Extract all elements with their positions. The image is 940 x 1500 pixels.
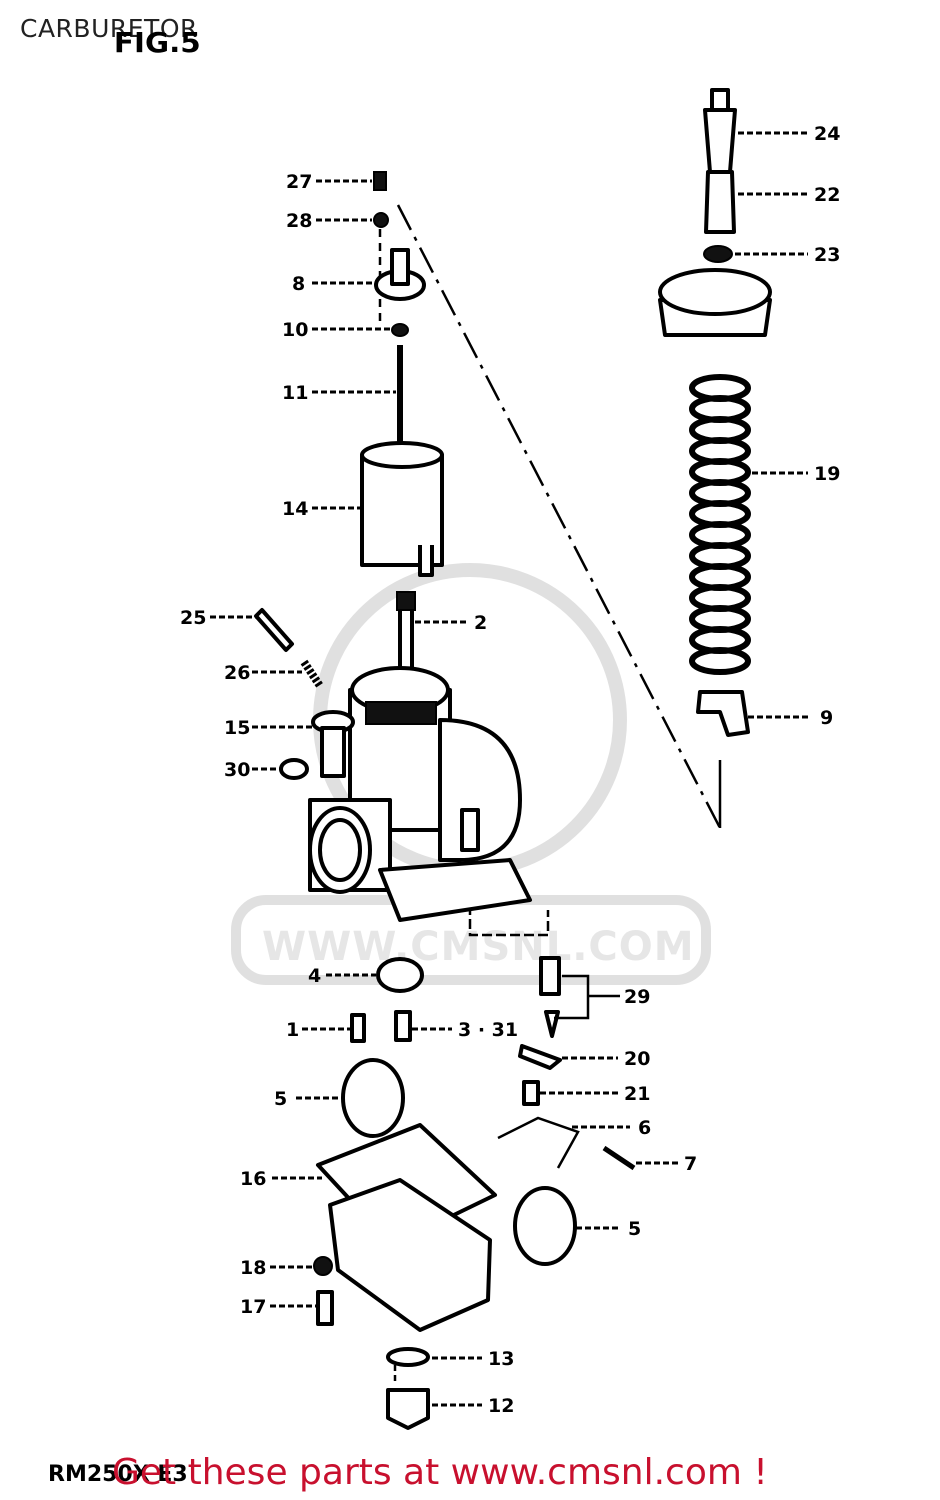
callout-18: 18 [240, 1257, 266, 1279]
cta-link-text[interactable]: Get these parts at www.cmsnl.com ! [112, 1452, 768, 1493]
callout-13: 13 [488, 1348, 514, 1370]
callout-30: 30 [224, 759, 250, 781]
part-8-holder-icon [374, 248, 426, 301]
part-3-pilot-jet-icon [394, 1010, 412, 1042]
part-5b-float-icon [513, 1186, 577, 1266]
callout-2: 2 [474, 612, 487, 634]
callout-28: 28 [286, 210, 312, 232]
leader-lines [210, 131, 808, 1407]
part-27-screw-icon [373, 171, 387, 191]
callout-16: 16 [240, 1168, 266, 1190]
watermark-text: WWW.CMSNL.COM [262, 924, 695, 970]
part-22-adjuster-nut-icon [704, 170, 736, 234]
part-30-o-ring-icon [279, 758, 309, 780]
part-13-gasket-icon [386, 1347, 430, 1367]
callout-22: 22 [814, 184, 840, 206]
part-29-needle-valve-icon [539, 956, 561, 1038]
carburetor-body-icon [308, 666, 532, 922]
callout-3-31: 3 · 31 [458, 1019, 518, 1041]
callout-17: 17 [240, 1296, 266, 1318]
part-20-clip-icon [518, 1044, 562, 1070]
spring-coil [689, 647, 751, 675]
part-21-screw-icon [522, 1080, 540, 1106]
part-4-float-seat-icon [376, 957, 424, 993]
callout-5a: 5 [274, 1088, 287, 1110]
figure-label: FIG.5 [113, 26, 201, 59]
part-6-float-arm-icon [497, 1116, 580, 1169]
callout-9: 9 [820, 707, 833, 729]
callout-12: 12 [488, 1395, 514, 1417]
callout-29: 29 [624, 986, 650, 1008]
callout-21: 21 [624, 1083, 650, 1105]
callout-20: 20 [624, 1048, 650, 1070]
part-float-chamber-icon [316, 1123, 497, 1332]
part-10-clip-icon [391, 323, 409, 337]
callout-25: 25 [180, 607, 206, 629]
part-23-ring-icon [703, 245, 733, 263]
callout-4: 4 [308, 965, 321, 987]
part-12-drain-plug-icon [386, 1388, 430, 1430]
part-25-air-screw-icon [254, 608, 294, 652]
callout-26: 26 [224, 662, 250, 684]
part-7-pin-icon [602, 1145, 636, 1171]
callout-8: 8 [292, 273, 305, 295]
part-24-cable-adjuster-icon [703, 88, 737, 174]
part-19-throttle-spring-icon [689, 374, 751, 675]
part-28-washer-icon [373, 212, 389, 228]
callout-7: 7 [684, 1153, 697, 1175]
part-2-needle-jet-icon [396, 591, 416, 677]
callout-10: 10 [282, 319, 308, 341]
callout-6: 6 [638, 1117, 651, 1139]
model-code: RM250X E3 [48, 1462, 188, 1487]
callout-23: 23 [814, 244, 840, 266]
callout-1: 1 [286, 1019, 299, 1041]
part-9-spring-seat-icon [696, 690, 750, 737]
callout-5b: 5 [628, 1218, 641, 1240]
callout-14: 14 [282, 498, 308, 520]
part-15-starter-cap-icon [311, 710, 355, 778]
part-top-cap-icon [658, 268, 772, 337]
callout-24: 24 [814, 123, 840, 145]
part-17-screw-icon [316, 1290, 334, 1326]
callout-11: 11 [282, 382, 308, 404]
assembly-guide-lines [378, 204, 722, 1385]
diagram-title: CARBURETOR [20, 14, 198, 43]
callout-19: 19 [814, 463, 840, 485]
part-5-float-icon [341, 1058, 405, 1138]
callout-27: 27 [286, 171, 312, 193]
part-14-throttle-valve-icon [360, 441, 444, 577]
part-18-plug-icon [313, 1256, 333, 1276]
part-1-main-jet-icon [350, 1013, 366, 1043]
callout-15: 15 [224, 717, 250, 739]
